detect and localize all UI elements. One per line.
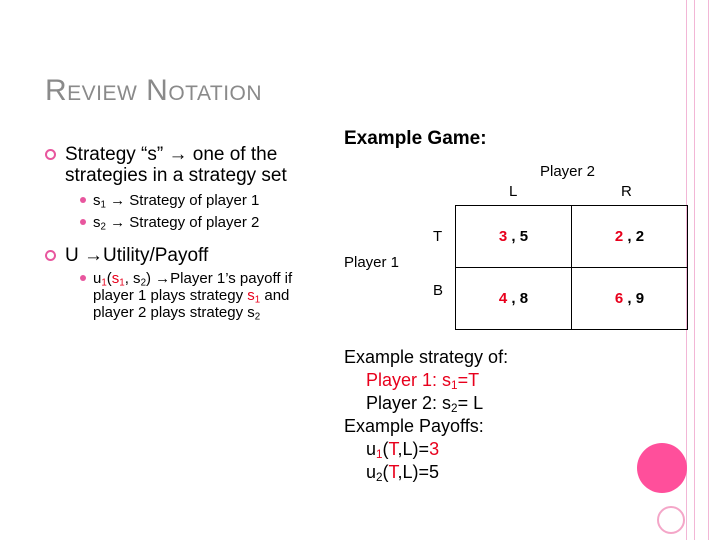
sub-bullet-s1: s1 → Strategy of player 1 <box>45 192 330 210</box>
arrow-icon: → <box>168 144 188 165</box>
row-label-T: T <box>433 228 443 245</box>
payoff-cell-TR: 2 , 2 <box>571 205 688 268</box>
bullet-icon <box>80 275 86 281</box>
decor-line <box>708 0 709 540</box>
strategy-heading: Example strategy of: <box>344 347 509 367</box>
bullet-icon <box>45 250 56 261</box>
bullet-list: Strategy “s” → one of the strategies in … <box>45 144 330 322</box>
payoffs-heading: Example Payoffs: <box>344 416 484 436</box>
arrow-icon: → <box>110 192 126 209</box>
bullet-utility: U →Utility/Payoff <box>45 245 330 266</box>
payoff-cell-TL: 3 , 5 <box>455 205 572 268</box>
bullet-strategy: Strategy “s” → one of the strategies in … <box>45 144 330 186</box>
p1-strategy: Player 1: s1=T <box>366 370 480 392</box>
sub-bullet-u1: u1(s1, s2) →Player 1’s payoff if player … <box>45 270 330 322</box>
u1-payoff: u1(T,L)=3 <box>366 439 440 461</box>
decor-line <box>694 0 695 540</box>
sub-bullet-s2: s2 → Strategy of player 2 <box>45 214 330 232</box>
p2-strategy: Player 2: s2= L <box>366 393 484 415</box>
payoff-matrix: 3 , 5 2 , 2 4 , 8 6 , 9 <box>455 205 688 330</box>
arrow-icon: → <box>110 214 126 231</box>
slide-title: Review Notation <box>45 74 263 107</box>
player1-label: Player 1 <box>344 254 400 271</box>
example-game-heading: Example Game: <box>344 128 487 149</box>
arrow-icon: → <box>155 270 171 287</box>
payoff-cell-BR: 6 , 9 <box>571 267 688 330</box>
arrow-icon: → <box>84 245 103 266</box>
example-text-block: Example strategy of: Player 1: s1=T Play… <box>344 346 508 484</box>
decor-circle-large <box>637 443 687 493</box>
bullet-icon <box>80 219 86 225</box>
bullet-icon <box>80 197 86 203</box>
row-label-B: B <box>433 282 444 299</box>
column-label-R: R <box>621 183 632 200</box>
table-row: 4 , 8 6 , 9 <box>455 267 688 330</box>
player2-label: Player 2 <box>540 163 596 180</box>
bullet-icon <box>45 149 56 160</box>
table-row: 3 , 5 2 , 2 <box>455 205 688 268</box>
column-label-L: L <box>509 183 518 200</box>
u2-payoff: u2(T,L)=5 <box>366 462 440 484</box>
payoff-cell-BL: 4 , 8 <box>455 267 572 330</box>
decor-circle-small <box>657 506 685 534</box>
